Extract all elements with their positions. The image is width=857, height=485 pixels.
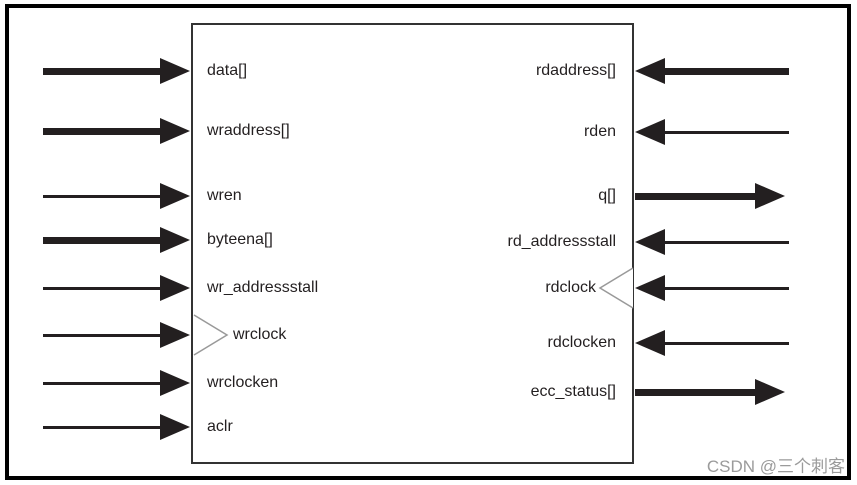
arrowhead-left-icon (635, 229, 665, 255)
arrowhead-left-icon (635, 58, 665, 84)
arrowhead-right-icon (160, 414, 190, 440)
arrow-shaft (43, 194, 160, 198)
arrow-shaft (635, 192, 755, 200)
input-arrow-icon (43, 118, 190, 144)
port-label-rd-addressstall: rd_addressstall (507, 233, 617, 250)
input-arrow-icon (635, 275, 789, 301)
arrowhead-right-icon (755, 379, 785, 405)
clock-edge-icon (193, 314, 229, 356)
watermark: CSDN @三个刺客 (706, 457, 845, 476)
arrowhead-right-icon (160, 227, 190, 253)
port-label-wraddress: wraddress[] (207, 122, 290, 139)
port-label-rdaddress: rdaddress[] (535, 62, 616, 79)
arrowhead-right-icon (755, 183, 785, 209)
arrow-shaft (43, 127, 160, 135)
input-arrow-icon (43, 58, 190, 84)
arrow-shaft (665, 240, 789, 244)
port-label-ecc-status: ecc_status[] (530, 383, 616, 400)
output-arrow-icon (635, 379, 785, 405)
port-label-q: q[] (598, 187, 616, 204)
output-arrow-icon (635, 183, 785, 209)
port-label-wrclock: wrclock (233, 326, 287, 343)
arrowhead-right-icon (160, 183, 190, 209)
arrowhead-left-icon (635, 330, 665, 356)
arrow-shaft (665, 286, 789, 290)
port-label-aclr: aclr (207, 418, 233, 435)
arrowhead-right-icon (160, 370, 190, 396)
port-label-data: data[] (207, 62, 248, 79)
memory-block-body (191, 23, 634, 464)
arrowhead-right-icon (160, 58, 190, 84)
arrow-shaft (43, 236, 160, 244)
port-label-byteena: byteena[] (207, 231, 273, 248)
arrowhead-left-icon (635, 275, 665, 301)
arrowhead-left-icon (635, 119, 665, 145)
input-arrow-icon (43, 183, 190, 209)
port-label-rdclock: rdclock (545, 279, 596, 296)
input-arrow-icon (43, 275, 190, 301)
input-arrow-icon (43, 414, 190, 440)
input-arrow-icon (43, 370, 190, 396)
clock-edge-icon (598, 267, 634, 309)
arrow-shaft (43, 381, 160, 385)
arrow-shaft (665, 67, 789, 75)
input-arrow-icon (635, 330, 789, 356)
arrow-shaft (43, 333, 160, 337)
arrowhead-right-icon (160, 118, 190, 144)
port-label-rden: rden (583, 123, 616, 140)
port-label-wr-addressstall: wr_addressstall (207, 279, 319, 296)
arrowhead-right-icon (160, 322, 190, 348)
arrowhead-right-icon (160, 275, 190, 301)
arrow-shaft (43, 425, 160, 429)
port-label-wrclocken: wrclocken (207, 374, 279, 391)
arrow-shaft (43, 286, 160, 290)
port-label-rdclocken: rdclocken (547, 334, 616, 351)
port-label-wren: wren (207, 187, 242, 204)
input-arrow-icon (635, 119, 789, 145)
arrow-shaft (635, 388, 755, 396)
arrow-shaft (665, 341, 789, 345)
arrow-shaft (665, 130, 789, 134)
input-arrow-icon (635, 229, 789, 255)
input-arrow-icon (43, 322, 190, 348)
arrow-shaft (43, 67, 160, 75)
input-arrow-icon (635, 58, 789, 84)
input-arrow-icon (43, 227, 190, 253)
